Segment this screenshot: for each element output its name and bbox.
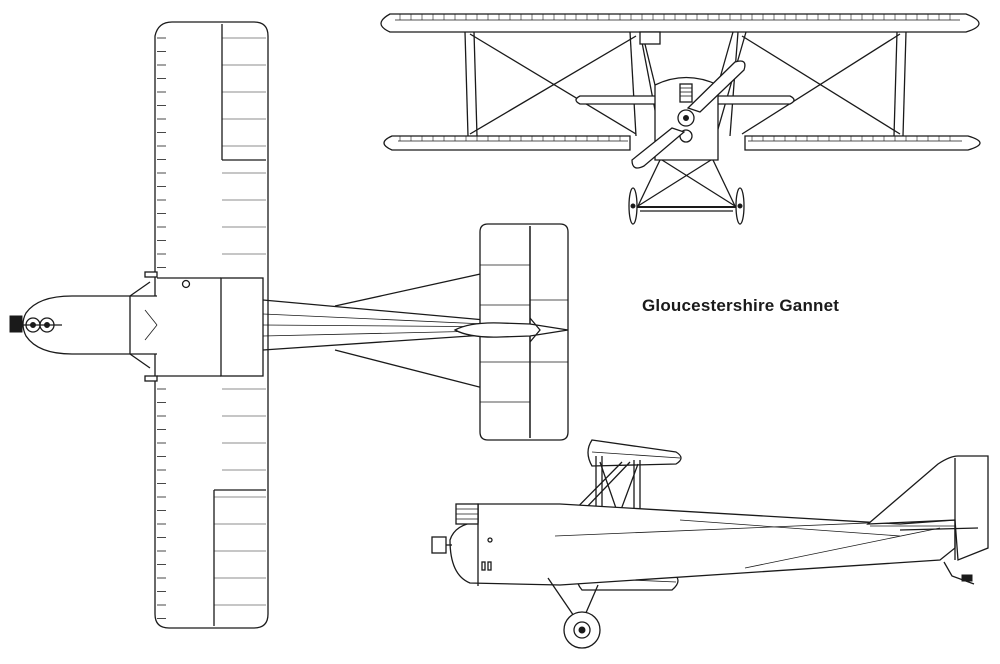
plan-view (9, 21, 569, 629)
plan-fuselage-nose (22, 295, 157, 355)
front-view (380, 13, 981, 225)
plan-center-section (220, 277, 264, 377)
front-lower-wing (383, 135, 631, 151)
front-propeller-icon (631, 60, 746, 169)
front-upper-wing (380, 13, 980, 33)
side-upper-wing (587, 439, 682, 467)
side-engine-icon (431, 503, 479, 554)
plan-wing-ribs (157, 37, 266, 619)
front-wing-ribs (399, 14, 951, 141)
side-undercarriage (547, 577, 601, 649)
plan-wing (154, 21, 269, 629)
front-undercarriage (628, 159, 745, 225)
side-tail (866, 455, 989, 585)
plan-tailplane (453, 223, 569, 441)
side-view (431, 439, 989, 649)
plan-engine-icon (9, 315, 62, 333)
drawing-caption: Gloucestershire Gannet (642, 296, 840, 315)
